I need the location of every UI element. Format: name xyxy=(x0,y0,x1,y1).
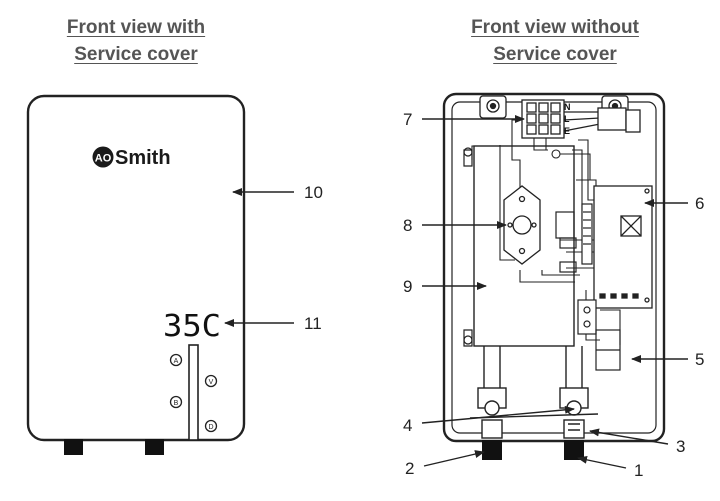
left-foot xyxy=(64,439,83,455)
right-foot xyxy=(145,439,164,455)
callout-1-arrow xyxy=(577,455,627,469)
callout-2-label: 2 xyxy=(405,459,414,478)
right-title-line1: Front view without xyxy=(471,17,639,38)
callout-4: 4 xyxy=(403,405,575,435)
terminal-block xyxy=(521,99,641,139)
right-title-line2: Service cover xyxy=(493,44,617,65)
button-b-glyph: B xyxy=(174,400,179,407)
callout-3-arrow xyxy=(589,428,669,445)
logo-badge-text: AO xyxy=(95,153,112,165)
callout-1: 1 xyxy=(577,455,643,480)
heating-chamber xyxy=(473,145,575,347)
callout-9: 9 xyxy=(403,277,487,296)
right-panel-title: Front view without Service cover xyxy=(430,14,680,68)
button-d-circle xyxy=(204,419,218,433)
control-strip xyxy=(188,344,199,441)
callout-2-arrow xyxy=(423,450,485,467)
logo-wordmark: Smith xyxy=(115,147,171,169)
callout-8: 8 xyxy=(403,216,507,235)
callout-10: 10 xyxy=(232,183,323,202)
callout-2: 2 xyxy=(405,450,485,478)
callout-3-label: 3 xyxy=(676,437,685,456)
button-d-glyph: D xyxy=(208,424,213,431)
button-a-circle xyxy=(169,353,183,367)
temperature-display: 35C xyxy=(163,309,221,344)
button-v-glyph: V xyxy=(209,379,214,386)
outlet-fitting xyxy=(564,440,584,460)
callout-7: 7 xyxy=(403,110,525,129)
button-a-glyph: A xyxy=(174,358,179,365)
callout-6: 6 xyxy=(644,194,704,213)
thermal-cutout xyxy=(503,185,541,265)
callout-4-arrow xyxy=(421,405,575,424)
button-b[interactable]: B xyxy=(169,395,183,409)
left-panel-title: Front view with Service cover xyxy=(36,14,236,68)
callout-5-label: 5 xyxy=(695,350,704,369)
button-b-circle xyxy=(169,395,183,409)
pipes xyxy=(469,346,599,439)
callout-8-label: 8 xyxy=(403,216,412,235)
terminal-label-e: E xyxy=(564,126,570,136)
callout-11: 11 xyxy=(224,314,322,333)
button-a[interactable]: A xyxy=(169,353,183,367)
ao-smith-logo: AO Smith xyxy=(92,146,171,169)
terminal-label-l: L xyxy=(564,114,570,124)
callout-1-label: 1 xyxy=(634,461,643,480)
callout-5: 5 xyxy=(631,350,704,369)
left-title-line1: Front view with xyxy=(66,17,206,38)
terminal-label-n: N xyxy=(564,102,571,112)
callout-3: 3 xyxy=(589,428,685,456)
callout-11-label: 11 xyxy=(304,314,322,333)
button-d[interactable]: D xyxy=(204,419,218,433)
heater-without-cover: N L E xyxy=(442,92,666,460)
relay-column xyxy=(555,203,593,273)
housing xyxy=(442,92,666,443)
callout-6-label: 6 xyxy=(695,194,704,213)
callout-4-label: 4 xyxy=(403,416,412,435)
inlet-fitting xyxy=(482,440,502,460)
logo-badge-circle xyxy=(92,146,114,168)
left-title-line2: Service cover xyxy=(74,44,198,65)
callout-7-label: 7 xyxy=(403,110,412,129)
button-v[interactable]: V xyxy=(204,374,218,388)
heater-with-cover: AO Smith 35C A B V D xyxy=(26,94,246,455)
callout-9-label: 9 xyxy=(403,277,412,296)
button-v-circle xyxy=(204,374,218,388)
callout-10-label: 10 xyxy=(304,183,323,202)
lower-electronics xyxy=(577,299,621,371)
control-board xyxy=(593,185,653,309)
